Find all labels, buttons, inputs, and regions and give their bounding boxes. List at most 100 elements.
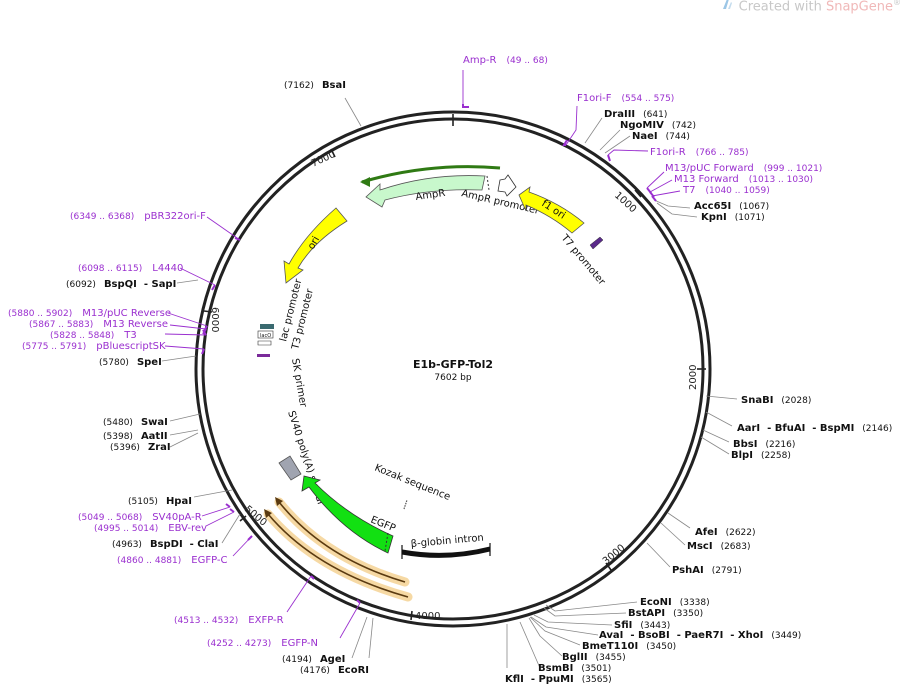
primer-amp-r[interactable]: Amp-R(49 .. 68) xyxy=(463,55,548,66)
enzyme-afei[interactable]: AfeI(2622) xyxy=(695,527,756,538)
primer-m13-reverse[interactable]: (5867 .. 5883)M13 Reverse xyxy=(29,319,168,330)
primer-f1ori-r[interactable]: F1ori-R(766 .. 785) xyxy=(650,147,749,158)
enzyme-pshai[interactable]: PshAI(2791) xyxy=(672,565,742,576)
primer-sv40pa-r[interactable]: (5049 .. 5068)SV40pA-R xyxy=(78,512,202,523)
enzyme-econi[interactable]: EcoNI (3338) xyxy=(640,597,710,608)
primer-pos: (554 .. 575) xyxy=(621,94,674,104)
enzyme-sfii[interactable]: SfiI(3443) xyxy=(614,620,670,631)
primer-m13puc-forward[interactable]: M13/pUC Forward(999 .. 1021) xyxy=(665,163,822,174)
primer-name: M13 Forward xyxy=(674,174,739,185)
cap-site-block[interactable] xyxy=(260,324,274,329)
ampr-dotted-mark xyxy=(486,175,490,191)
primer-egfp-c[interactable]: (4860 .. 4881)EGFP-C xyxy=(117,555,228,566)
ampr-feature-arrow[interactable] xyxy=(365,175,486,208)
egfp-arrow[interactable] xyxy=(301,475,394,554)
primer-t3[interactable]: (5828 .. 5848)T3 xyxy=(50,330,137,341)
ori-arrow[interactable] xyxy=(283,207,348,284)
primer-f1ori-f[interactable]: F1ori-F(554 .. 575) xyxy=(577,93,674,104)
enzyme-hpai[interactable]: (5105) HpaI xyxy=(128,496,192,507)
enzyme-name: SpeI xyxy=(137,357,162,368)
primer-name: SV40pA-R xyxy=(152,512,201,523)
sv40-polya-block[interactable] xyxy=(278,455,302,481)
enzyme-bglii[interactable]: BglII(3455) xyxy=(562,652,626,663)
backbone-ticks xyxy=(203,114,706,621)
enzyme-spei[interactable]: (5780)SpeI xyxy=(99,357,162,368)
enzyme-name: EcoNI xyxy=(640,597,672,608)
enzyme-pos: (2216) xyxy=(765,440,795,450)
enzyme-ngomiv[interactable]: NgoMIV(742) xyxy=(620,120,696,131)
enzyme-name: AgeI xyxy=(320,654,345,665)
primer-pbr322ori-f[interactable]: (6349 .. 6368)pBR322ori-F xyxy=(70,211,206,222)
lac-promoter-arrow[interactable] xyxy=(257,340,272,346)
primer-name: EXFP-R xyxy=(248,615,283,626)
f1-ori-arrow[interactable] xyxy=(518,186,585,234)
enzyme-pos: (5105) xyxy=(128,497,158,507)
enzyme-pos: (6092) xyxy=(66,280,96,290)
enzyme-name: KpnI xyxy=(701,212,727,223)
enzyme-naei[interactable]: NaeI(744) xyxy=(632,131,690,142)
primer-name: pBluescriptSK xyxy=(96,341,166,352)
enzyme-bmet110i[interactable]: BmeT110I (3450) xyxy=(582,641,676,652)
enzyme-pos: (5480) xyxy=(103,418,133,428)
ampr-orf-arrow[interactable] xyxy=(361,165,501,184)
primer-pos: (4513 .. 4532) xyxy=(174,616,238,626)
enzyme-swai[interactable]: (5480)SwaI xyxy=(103,417,168,428)
primer-ebv-rev[interactable]: (4995 .. 5014)EBV-rev xyxy=(94,523,207,534)
enzyme-pos: (2146) xyxy=(862,424,892,434)
enzyme-bstapi[interactable]: BstAPI(3350) xyxy=(628,608,703,619)
enzyme-bspqi[interactable]: (6092) BspQI - SapI xyxy=(66,279,176,290)
enzyme-pos: (3338) xyxy=(680,598,710,608)
enzyme-agei[interactable]: (4194)AgeI xyxy=(282,654,345,665)
primer-exfp-r[interactable]: (4513 .. 4532) EXFP-R xyxy=(174,615,284,626)
enzyme-zrai[interactable]: (5396)ZraI xyxy=(110,442,171,453)
enzyme-name: BstAPI xyxy=(628,608,665,619)
enzyme-pos: (2791) xyxy=(712,566,742,576)
kozak-label: Kozak sequence xyxy=(373,463,452,503)
enzyme-name: AvaI - BsoBI - PaeR7I - XhoI xyxy=(599,630,763,641)
enzyme-aatii[interactable]: (5398)AatII xyxy=(103,431,168,442)
enzyme-bspdi[interactable]: (4963)BspDI - ClaI xyxy=(112,539,219,550)
enzyme-pos: (641) xyxy=(643,110,667,120)
enzyme-kfli[interactable]: KflI - PpuMI(3565) xyxy=(505,674,612,685)
enzyme-pos: (5396) xyxy=(110,443,140,453)
enzyme-pos: (1071) xyxy=(735,213,765,223)
enzyme-draiii[interactable]: DraIII(641) xyxy=(604,109,667,120)
enzyme-msci[interactable]: MscI(2683) xyxy=(687,541,751,552)
primer-egfp-n[interactable]: (4252 .. 4273)EGFP-N xyxy=(207,638,318,649)
enzyme-bsmbi[interactable]: BsmBI(3501) xyxy=(538,663,611,674)
enzyme-pos: (5398) xyxy=(103,432,133,442)
primer-pos: (6349 .. 6368) xyxy=(70,212,134,222)
primer-m13puc-reverse[interactable]: (5880 .. 5902)M13/pUC Reverse xyxy=(8,308,171,319)
egfp-orf-line-inner xyxy=(278,501,406,583)
enzyme-name: BspQI - SapI xyxy=(104,279,176,290)
enzyme-avai[interactable]: AvaI - BsoBI - PaeR7I - XhoI(3449) xyxy=(599,630,801,641)
enzyme-pos: (3450) xyxy=(646,642,676,652)
beta-globin-intron-bar[interactable] xyxy=(401,546,491,558)
primer-m13-forward[interactable]: M13 Forward(1013 .. 1030) xyxy=(674,174,813,185)
enzyme-bsai[interactable]: (7162)BsaI xyxy=(284,80,346,91)
primer-pbluescriptsk[interactable]: (5775 .. 5791)pBluescriptSK xyxy=(22,341,166,352)
lac-operator-block[interactable] xyxy=(257,330,274,339)
t7-promoter-arrow[interactable] xyxy=(589,236,604,250)
enzyme-blpi[interactable]: BlpI(2258) xyxy=(731,450,791,461)
enzyme-name: HpaI xyxy=(166,496,192,507)
primer-l4440[interactable]: (6098 .. 6115)L4440 xyxy=(78,263,183,274)
enzyme-name: BglII xyxy=(562,652,588,663)
enzyme-name: Acc65I xyxy=(694,201,731,212)
primer-name: EGFP-C xyxy=(191,555,227,566)
enzyme-bbsi[interactable]: BbsI(2216) xyxy=(733,439,795,450)
enzyme-pos: (4963) xyxy=(112,540,142,550)
enzyme-aari[interactable]: AarI - BfuAI - BspMI(2146) xyxy=(737,423,892,434)
primer-t7[interactable]: T7(1040 .. 1059) xyxy=(682,185,770,196)
enzyme-acc65i[interactable]: Acc65I(1067) xyxy=(694,201,769,212)
enzyme-kpni[interactable]: KpnI (1071) xyxy=(701,212,765,223)
primer-pos: (4252 .. 4273) xyxy=(207,639,271,649)
enzyme-ecori[interactable]: (4176)EcoRI xyxy=(300,665,369,676)
ampr-promoter-arrow[interactable] xyxy=(497,174,517,197)
watermark-prefix: Created with xyxy=(738,0,826,15)
t3-promoter-arrow[interactable] xyxy=(257,354,270,357)
primer-name: M13 Reverse xyxy=(103,319,168,330)
enzyme-name: BmeT110I xyxy=(582,641,638,652)
enzyme-snabi[interactable]: SnaBI(2028) xyxy=(741,395,811,406)
